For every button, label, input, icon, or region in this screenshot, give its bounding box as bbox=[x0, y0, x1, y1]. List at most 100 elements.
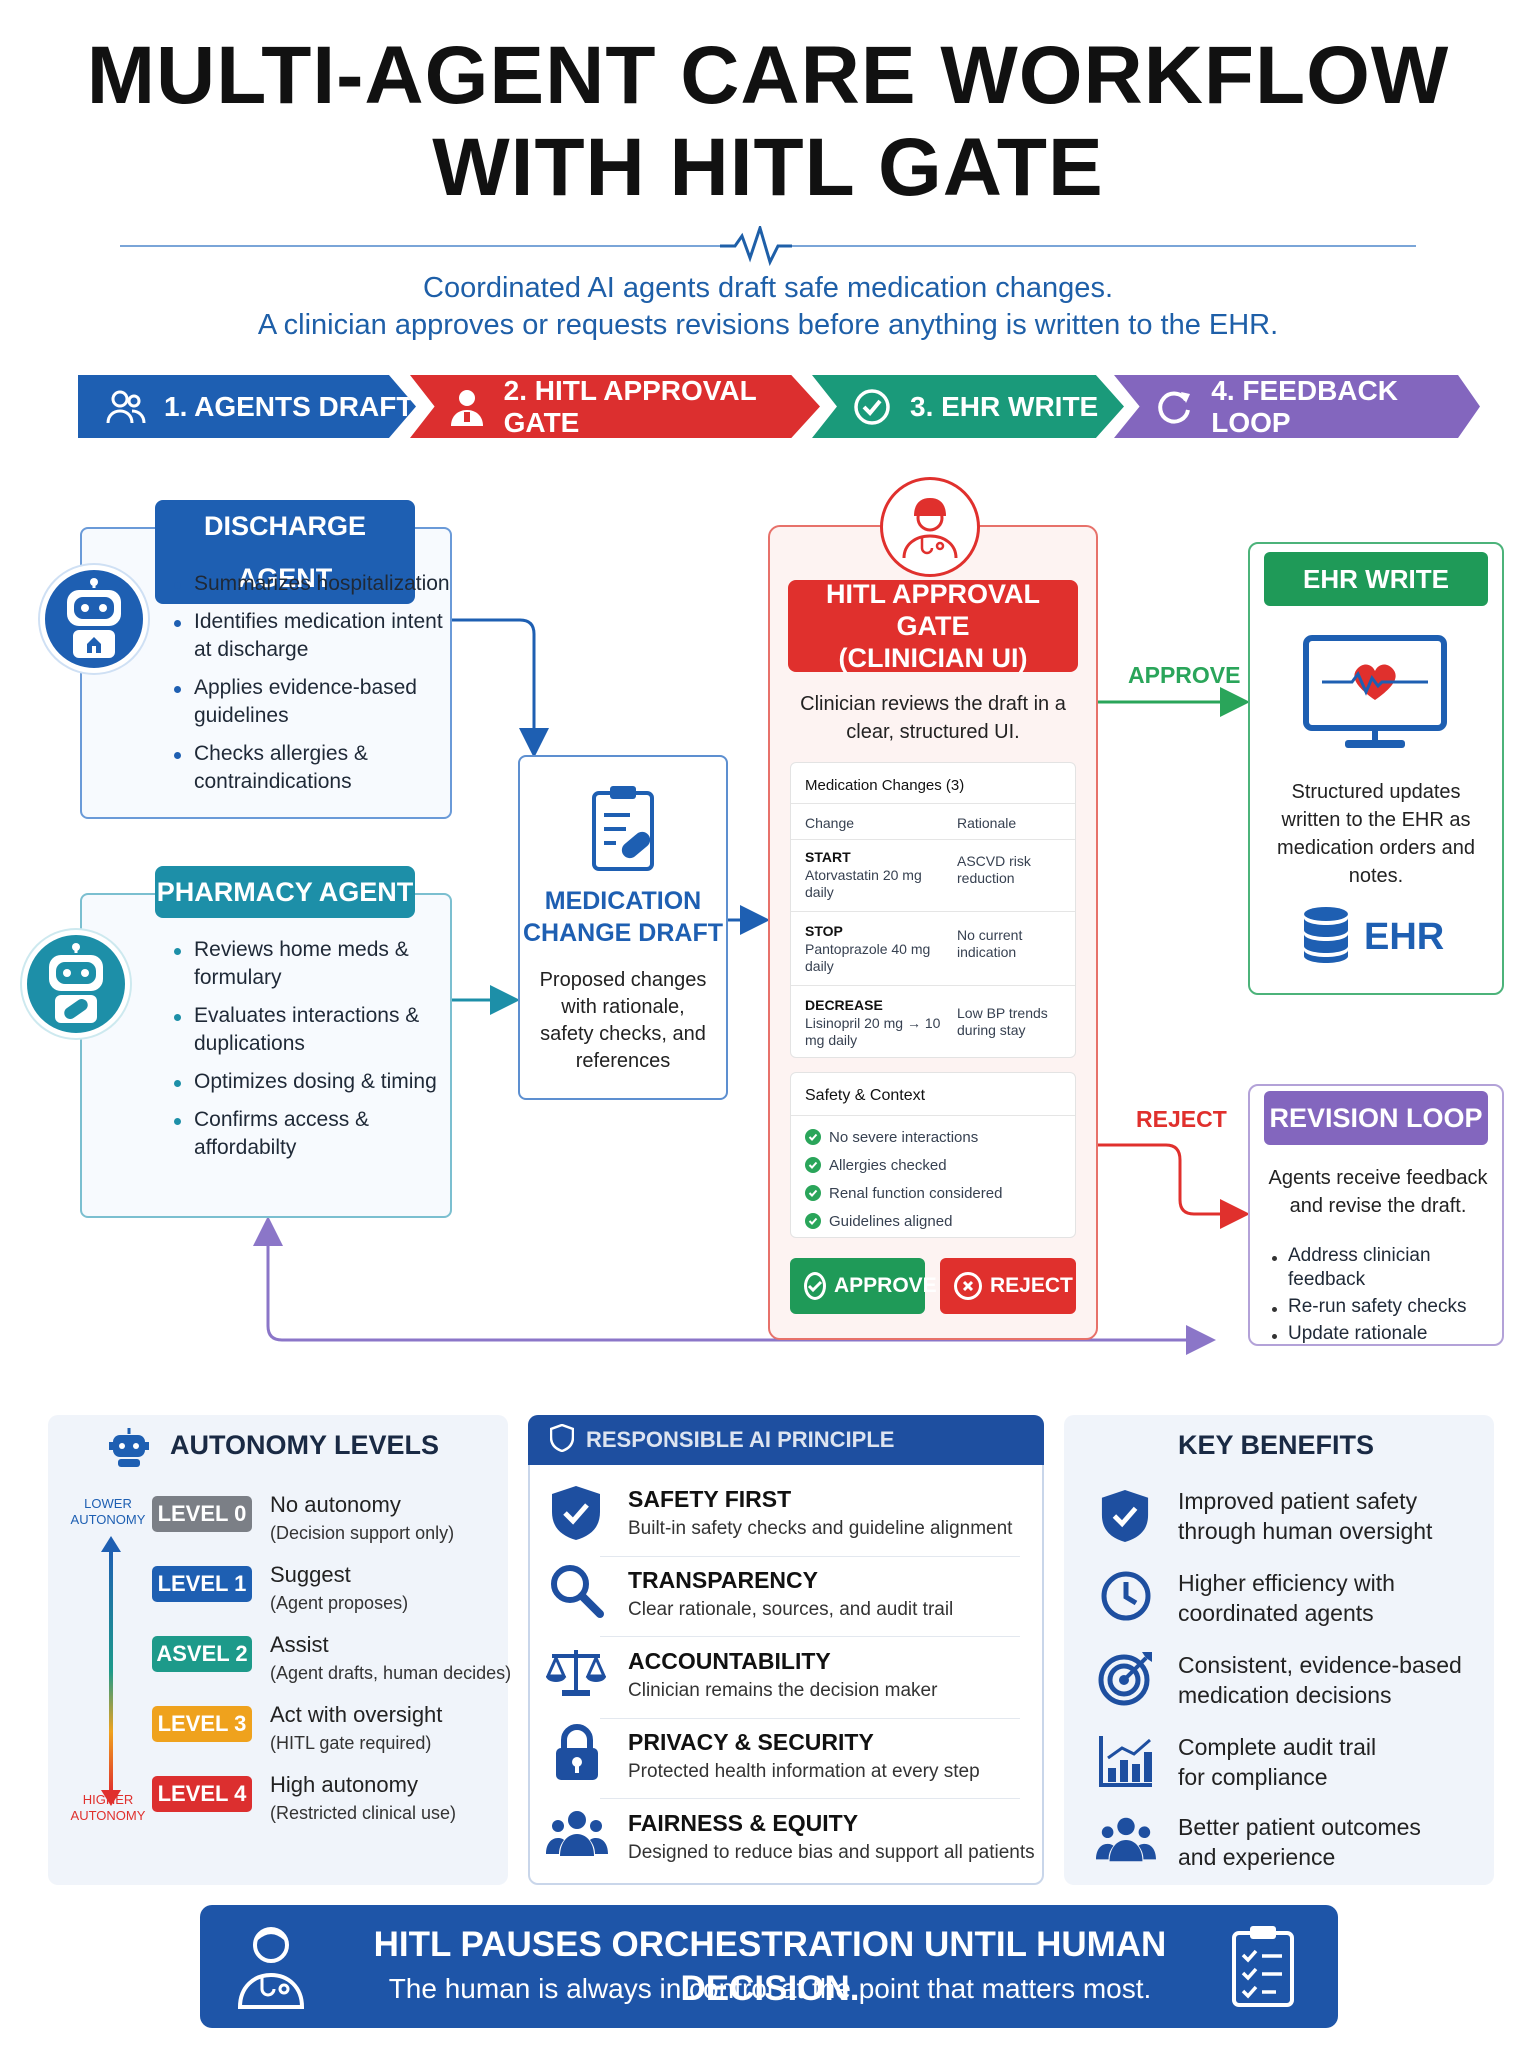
clipboard-check-icon bbox=[1230, 1923, 1296, 2014]
shield-check-icon bbox=[550, 1484, 602, 1547]
revision-description: Agents receive feedback and revise the d… bbox=[1268, 1167, 1488, 1217]
check-circle-icon bbox=[804, 1272, 826, 1300]
subtitle: Coordinated AI agents draft safe medicat… bbox=[257, 272, 1279, 341]
draft-title: MEDICATION CHANGE DRAFT bbox=[523, 887, 723, 947]
list-item: Confirms access & affordabilty bbox=[172, 1106, 452, 1162]
monitor-heart-icon bbox=[1300, 634, 1450, 759]
approve-button[interactable]: APPROVE bbox=[790, 1258, 937, 1314]
principle-name: FAIRNESS & EQUITY bbox=[628, 1810, 859, 1836]
clinician-icon bbox=[880, 477, 980, 577]
page-title: MULTI-AGENT CARE WORKFLOW WITH HITL GATE bbox=[86, 30, 1450, 213]
principle-desc: Built-in safety checks and guideline ali… bbox=[628, 1518, 1013, 1539]
list-item: Allergies checked bbox=[805, 1151, 1002, 1179]
footer-banner: HITL PAUSES ORCHESTRATION UNTIL HUMAN DE… bbox=[200, 1905, 1338, 2028]
list-item: Optimizes dosing & timing bbox=[172, 1068, 452, 1096]
level-2-badge: ASVEL 2 bbox=[152, 1636, 252, 1672]
ehr-write-description: Structured updates written to the EHR as… bbox=[1277, 781, 1475, 887]
table-row[interactable]: DECREASE Lisinopril 20 mg → 10 mg daily … bbox=[805, 997, 1048, 1048]
discharge-agent-list: Summarizes hospitalization Identifies me… bbox=[172, 570, 452, 806]
list-item: Reviews home meds & formulary bbox=[172, 936, 452, 992]
higher-autonomy-label: HIGHER AUTONOMY bbox=[70, 1792, 146, 1823]
ehr-write-tool-card: EHR WRITE TOOL Structured updates writte… bbox=[1248, 542, 1504, 995]
level-3-name: Act with oversight bbox=[270, 1702, 443, 1727]
level-4-detail: (Restricted clinical use) bbox=[270, 1803, 457, 1823]
list-item: Renal function considered bbox=[805, 1179, 1002, 1207]
medication-change-draft-card: MEDICATION CHANGE DRAFT Proposed changes… bbox=[518, 755, 728, 1100]
robot-icon bbox=[22, 930, 130, 1038]
level-4-name: High autonomy bbox=[270, 1772, 418, 1797]
people-icon bbox=[546, 1808, 608, 1863]
shield-icon bbox=[549, 1423, 575, 1457]
lock-icon bbox=[554, 1724, 600, 1787]
principle-name: PRIVACY & SECURITY bbox=[628, 1729, 874, 1755]
pharmacy-agent-card bbox=[80, 893, 452, 1218]
hitl-gate-title: HITL APPROVAL GATE (CLINICIAN UI) bbox=[788, 579, 1078, 673]
medication-changes-table: Medication Changes (3) Change Rationale … bbox=[790, 762, 1076, 1058]
principle-name: SAFETY FIRST bbox=[628, 1486, 792, 1512]
revision-loop-card: REVISION LOOP Agents receive feedback an… bbox=[1248, 1084, 1504, 1346]
list-item: Guidelines aligned bbox=[805, 1207, 1002, 1235]
benefit-item: Better patient outcomes and experience bbox=[1178, 1814, 1421, 1870]
bar-chart-icon bbox=[1098, 1734, 1154, 1793]
safety-context-panel: Safety & Context No severe interactions … bbox=[790, 1072, 1076, 1238]
principle-desc: Clinician remains the decision maker bbox=[628, 1680, 938, 1701]
database-icon bbox=[1302, 906, 1350, 969]
level-4-badge: LEVEL 4 bbox=[152, 1776, 252, 1812]
arrow-reject bbox=[1098, 1143, 1250, 1229]
autonomy-gradient-arrow bbox=[101, 1536, 121, 1806]
shield-check-icon bbox=[1100, 1488, 1150, 1549]
level-3-detail: (HITL gate required) bbox=[270, 1733, 432, 1753]
level-1-badge: LEVEL 1 bbox=[152, 1566, 252, 1602]
level-3-badge: LEVEL 3 bbox=[152, 1706, 252, 1742]
list-item: Identifies medication intent at discharg… bbox=[172, 608, 452, 664]
principle-name: ACCOUNTABILITY bbox=[628, 1648, 831, 1674]
list-item: Update rationale bbox=[1270, 1322, 1502, 1346]
robot-icon bbox=[108, 1428, 150, 1473]
check-circle-icon bbox=[805, 1157, 821, 1173]
step-ehr-write: 3. EHR WRITE bbox=[812, 375, 1124, 438]
refresh-icon bbox=[1154, 387, 1193, 427]
responsible-ai-panel bbox=[528, 1415, 1044, 1885]
level-1-detail: (Agent proposes) bbox=[270, 1593, 409, 1613]
list-item: Summarizes hospitalization bbox=[172, 570, 452, 598]
pharmacy-agent-list: Reviews home meds & formulary Evaluates … bbox=[172, 936, 452, 1172]
scales-icon bbox=[545, 1646, 607, 1703]
people-icon bbox=[1096, 1814, 1156, 1869]
principle-name: TRANSPARENCY bbox=[628, 1567, 818, 1593]
list-item: Address clinician feedback bbox=[1270, 1244, 1502, 1292]
heartbeat-divider-icon bbox=[120, 226, 1416, 266]
principle-desc: Clear rationale, sources, and audit trai… bbox=[628, 1599, 954, 1620]
table-row[interactable]: STOP Pantoprazole 40 mg daily No current… bbox=[805, 923, 1023, 974]
autonomy-levels-panel bbox=[48, 1415, 508, 1885]
level-2-name: Assist bbox=[270, 1632, 329, 1657]
level-2-detail: (Agent drafts, human decides) bbox=[270, 1663, 512, 1683]
level-0-name: No autonomy bbox=[270, 1492, 401, 1517]
draft-description: Proposed changes with rationale, safety … bbox=[539, 969, 707, 1072]
reject-arrow-label: REJECT bbox=[1136, 1106, 1227, 1132]
step-hitl-approval-gate: 2. HITL APPROVAL GATE bbox=[410, 375, 820, 438]
table-row[interactable]: START Atorvastatin 20 mg daily ASCVD ris… bbox=[805, 849, 1031, 900]
benefit-item: Complete audit trail for compliance bbox=[1178, 1734, 1377, 1790]
check-circle-icon bbox=[805, 1213, 821, 1229]
key-benefits-title: KEY BENEFITS bbox=[1178, 1430, 1375, 1460]
lower-autonomy-label: LOWER AUTONOMY bbox=[70, 1496, 146, 1527]
pharmacy-agent-title: PHARMACY AGENT bbox=[155, 866, 415, 918]
benefit-item: Improved patient safety through human ov… bbox=[1178, 1488, 1433, 1544]
benefit-item: Consistent, evidence-based medication de… bbox=[1178, 1652, 1462, 1708]
step-agents-draft: 1. AGENTS DRAFT bbox=[78, 375, 416, 438]
check-circle-icon bbox=[852, 387, 892, 427]
list-item: Evaluates interactions & duplications bbox=[172, 1002, 452, 1058]
target-icon bbox=[1098, 1650, 1154, 1711]
safety-list: No severe interactions Allergies checked… bbox=[805, 1123, 1002, 1235]
footer-headline: HITL PAUSES ORCHESTRATION UNTIL HUMAN DE… bbox=[373, 1925, 1167, 2008]
revision-list: Address clinician feedback Re-run safety… bbox=[1270, 1244, 1502, 1349]
clinician-icon bbox=[236, 1923, 306, 2014]
clipboard-pill-icon bbox=[520, 783, 726, 873]
users-icon bbox=[106, 387, 146, 427]
list-item: Applies evidence-based guidelines bbox=[172, 674, 452, 730]
reject-button[interactable]: REJECT bbox=[940, 1258, 1076, 1314]
list-item: No severe interactions bbox=[805, 1123, 1002, 1151]
robot-icon bbox=[40, 565, 148, 673]
level-1-name: Suggest bbox=[270, 1562, 351, 1587]
